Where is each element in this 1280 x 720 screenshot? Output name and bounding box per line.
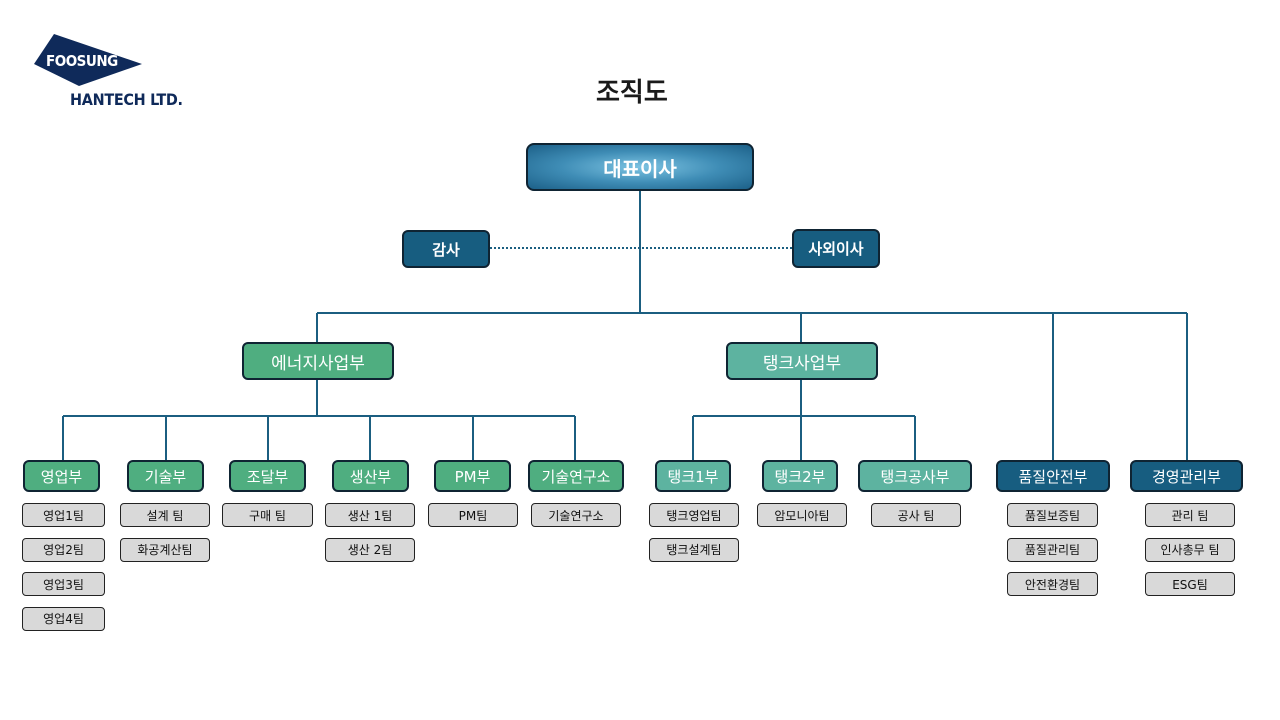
team-label: 영업3팀 xyxy=(43,577,84,592)
team-box[interactable]: ESG팀 xyxy=(1145,572,1235,596)
team-label: 화공계산팀 xyxy=(137,543,193,557)
department-box[interactable]: 탱크2부 xyxy=(762,460,838,492)
outside-director-label: 사외이사 xyxy=(808,240,864,258)
auditor-box[interactable]: 감사 xyxy=(402,230,490,268)
auditor-label: 감사 xyxy=(432,240,460,259)
department-label: 탱크1부 xyxy=(667,467,719,486)
department-box[interactable]: 생산부 xyxy=(332,460,409,492)
team-label: 관리 팀 xyxy=(1171,508,1209,523)
ceo-label: 대표이사 xyxy=(603,156,677,181)
outside-director-box[interactable]: 사외이사 xyxy=(792,229,880,268)
team-box[interactable]: 영업4팀 xyxy=(22,606,105,631)
team-label: 인사총무 팀 xyxy=(1160,543,1220,557)
team-label: 안전환경팀 xyxy=(1024,577,1081,592)
department-box[interactable]: 품질안전부 xyxy=(996,460,1110,492)
ceo-box[interactable]: 대표이사 xyxy=(526,143,754,191)
department-box[interactable]: 영업부 xyxy=(23,460,100,492)
team-label: ESG팀 xyxy=(1172,577,1208,592)
team-box[interactable]: 설계 팀 xyxy=(120,503,210,527)
department-label: 생산부 xyxy=(349,467,392,486)
team-label: 영업1팀 xyxy=(43,508,84,523)
team-box[interactable]: 구매 팀 xyxy=(222,503,313,527)
team-box[interactable]: 생산 2팀 xyxy=(325,537,415,562)
team-box[interactable]: 영업2팀 xyxy=(22,537,105,562)
department-box[interactable]: PM부 xyxy=(434,460,511,492)
division-label: 에너지사업부 xyxy=(271,353,365,374)
page-title: 조직도 xyxy=(596,78,668,108)
department-box[interactable]: 경영관리부 xyxy=(1130,460,1243,492)
team-label: 생산 1팀 xyxy=(347,508,393,523)
team-box[interactable]: 기술연구소 xyxy=(531,503,621,527)
team-box[interactable]: 탱크영업팀 xyxy=(649,503,739,527)
team-label: PM팀 xyxy=(458,508,488,523)
department-label: 영업부 xyxy=(40,467,83,486)
team-box[interactable]: 안전환경팀 xyxy=(1007,572,1098,596)
logo-company-text: HANTECH LTD. xyxy=(70,90,183,109)
team-label: 구매 팀 xyxy=(249,508,286,523)
department-box[interactable]: 탱크1부 xyxy=(655,460,731,492)
department-label: 기술연구소 xyxy=(541,467,611,486)
team-label: 품질관리팀 xyxy=(1024,543,1081,557)
department-box[interactable]: 기술부 xyxy=(127,460,204,492)
department-label: 탱크공사부 xyxy=(880,467,950,486)
team-label: 품질보증팀 xyxy=(1024,508,1081,523)
team-label: 공사 팀 xyxy=(897,508,935,523)
team-label: 생산 2팀 xyxy=(347,543,393,557)
team-box[interactable]: 인사총무 팀 xyxy=(1145,537,1235,562)
logo-diamond-icon xyxy=(34,34,142,86)
team-label: 탱크영업팀 xyxy=(666,508,722,523)
department-label: 탱크2부 xyxy=(774,467,826,486)
team-box[interactable]: 공사 팀 xyxy=(871,503,961,527)
department-box[interactable]: 기술연구소 xyxy=(528,460,624,492)
team-box[interactable]: 품질보증팀 xyxy=(1007,503,1098,527)
team-box[interactable]: 암모니아팀 xyxy=(757,503,847,527)
department-label: 조달부 xyxy=(246,467,289,486)
company-logo: FOOSUNG HANTECH LTD. xyxy=(34,34,184,114)
team-label: 암모니아팀 xyxy=(774,508,830,523)
logo-brand-text: FOOSUNG xyxy=(46,52,118,70)
department-label: 경영관리부 xyxy=(1151,467,1221,486)
team-box[interactable]: 탱크설계팀 xyxy=(649,537,739,562)
team-box[interactable]: 품질관리팀 xyxy=(1007,537,1098,562)
division-energy[interactable]: 에너지사업부 xyxy=(242,342,394,380)
department-box[interactable]: 탱크공사부 xyxy=(858,460,972,492)
department-label: 기술부 xyxy=(144,467,187,486)
team-box[interactable]: 영업3팀 xyxy=(22,572,105,596)
team-label: 영업4팀 xyxy=(43,612,84,626)
division-label: 탱크사업부 xyxy=(762,353,842,374)
department-label: 품질안전부 xyxy=(1018,467,1088,486)
department-box[interactable]: 조달부 xyxy=(229,460,306,492)
team-box[interactable]: 관리 팀 xyxy=(1145,503,1235,527)
team-label: 기술연구소 xyxy=(548,508,604,523)
team-label: 설계 팀 xyxy=(146,508,184,523)
department-label: PM부 xyxy=(454,467,491,486)
team-box[interactable]: PM팀 xyxy=(428,503,518,527)
team-label: 영업2팀 xyxy=(43,543,84,557)
team-box[interactable]: 영업1팀 xyxy=(22,503,105,527)
team-box[interactable]: 화공계산팀 xyxy=(120,537,210,562)
team-label: 탱크설계팀 xyxy=(666,543,722,557)
division-tank[interactable]: 탱크사업부 xyxy=(726,342,878,380)
team-box[interactable]: 생산 1팀 xyxy=(325,503,415,527)
